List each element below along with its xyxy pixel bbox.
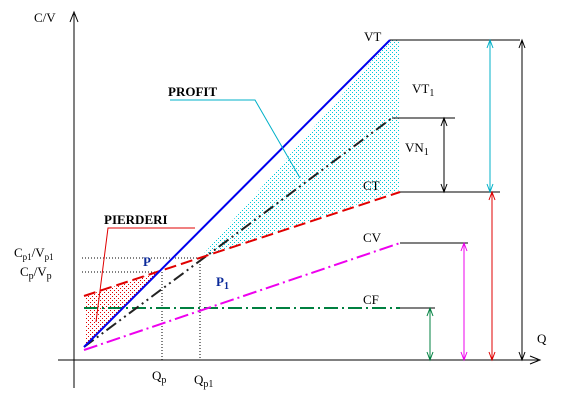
axes bbox=[58, 10, 542, 388]
vt-line bbox=[83, 39, 391, 348]
profit-label: PROFIT bbox=[168, 84, 217, 99]
cv-line bbox=[83, 242, 401, 351]
x-axis-label: Q bbox=[537, 331, 547, 346]
cp1-vp1-label: Cp1/Vp1 bbox=[14, 245, 54, 262]
qp1-label: Qp1 bbox=[194, 372, 213, 390]
ct-label: CT bbox=[363, 178, 380, 193]
level-lines bbox=[390, 39, 520, 309]
cf-label: CF bbox=[363, 292, 379, 307]
cv-label: CV bbox=[363, 230, 382, 245]
dimension-cf bbox=[426, 306, 434, 362]
x-axis-arrow bbox=[529, 355, 542, 365]
point-p1-label: P1 bbox=[216, 274, 229, 292]
profit-region bbox=[200, 40, 400, 258]
vn1-label: VN1 bbox=[405, 140, 429, 158]
y-axis-arrow bbox=[69, 10, 79, 23]
vt-label: VT bbox=[364, 29, 381, 44]
dimension-cv bbox=[460, 241, 468, 362]
pierderi-leader bbox=[95, 227, 195, 323]
cp-vp-label: Cp/Vp bbox=[20, 264, 52, 282]
point-p-label: P bbox=[143, 254, 151, 269]
qp-label: Qp bbox=[152, 368, 166, 386]
ct-line bbox=[83, 191, 401, 297]
profit-leader bbox=[170, 99, 301, 179]
dimension-vt bbox=[486, 38, 494, 194]
vt1-label: VT1 bbox=[412, 81, 434, 99]
dimension-ct bbox=[488, 190, 496, 362]
dimension-vn1 bbox=[440, 116, 448, 194]
vt1-line bbox=[83, 117, 393, 348]
pierderi-label: PIERDERI bbox=[104, 212, 168, 227]
dimension-q-total bbox=[518, 38, 526, 362]
y-axis-label: C/V bbox=[34, 10, 56, 25]
